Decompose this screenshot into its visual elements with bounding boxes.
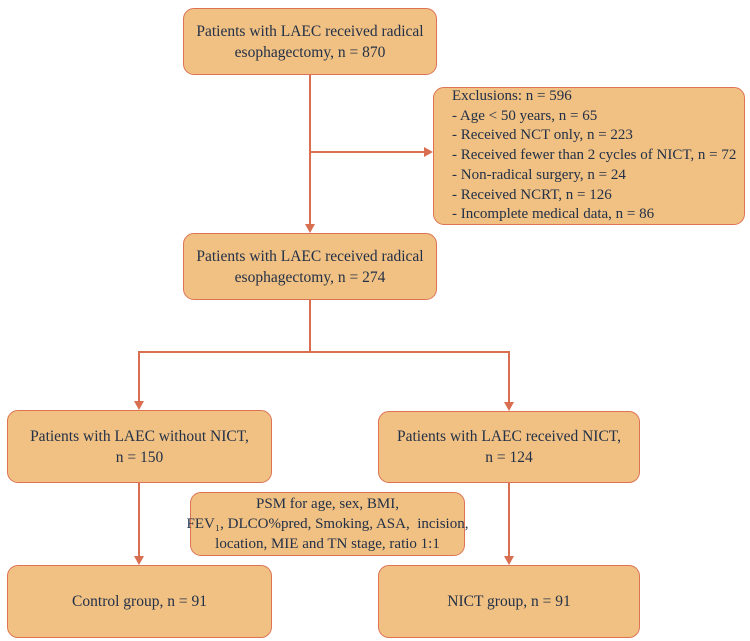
- box-text-line: n = 124: [485, 449, 533, 466]
- box-text-line: location, MIE and TN stage, ratio 1:1: [215, 536, 440, 552]
- box-text-line: PSM for age, sex, BMI,: [256, 496, 399, 512]
- box-text-line: - Received NCT only, n = 223: [452, 127, 633, 144]
- connector-enrolled-to-included: [309, 75, 311, 224]
- box-text-line: FEV₁, DLCO%pred, Smoking, ASA, incision,: [186, 516, 469, 532]
- box-text-line: Patients with LAEC received radical: [196, 22, 424, 40]
- box-radical-esophagectomy-274: Patients with LAEC received radical esop…: [183, 233, 437, 300]
- connector-included-to-split: [309, 300, 311, 351]
- box-radical-esophagectomy-870: Patients with LAEC received radical esop…: [183, 8, 437, 75]
- box-text-line: Exclusions: n = 596: [452, 88, 572, 105]
- box-psm-criteria: PSM for age, sex, BMI, FEV₁, DLCO%pred, …: [187, 492, 468, 556]
- box-text-line: - Incomplete medical data, n = 86: [452, 206, 655, 223]
- arrowhead-down-without-nict: [134, 401, 144, 410]
- arrowhead-down-received-nict: [504, 402, 514, 411]
- box-laec-without-nict: Patients with LAEC without NICT, n = 150: [7, 410, 272, 483]
- connector-split-to-received-nict: [508, 351, 510, 402]
- arrowhead-down-nict-group: [504, 556, 514, 565]
- box-text-line: - Non-radical surgery, n = 24: [452, 166, 626, 183]
- box-text-line: NICT group, n = 91: [447, 593, 571, 610]
- box-text-line: Patients with LAEC without NICT,: [30, 427, 249, 445]
- arrowhead-right-exclusions: [424, 147, 433, 157]
- box-exclusions: Exclusions: n = 596 - Age < 50 years, n …: [433, 87, 745, 225]
- box-text-line: Patients with LAEC received radical: [196, 247, 424, 265]
- box-text-line: esophagectomy, n = 870: [234, 43, 386, 61]
- connector-branch-to-exclusions: [310, 151, 424, 153]
- box-text-line: Patients with LAEC received NICT,: [397, 428, 621, 445]
- connector-split-to-without-nict: [138, 351, 140, 401]
- box-text-line: n = 150: [115, 448, 164, 466]
- connector-without-nict-to-control: [138, 483, 140, 556]
- arrowhead-down-control-group: [134, 556, 144, 565]
- box-text-line: - Received fewer than 2 cycles of NICT, …: [452, 147, 737, 164]
- arrowhead-down-included: [305, 224, 315, 233]
- box-control-group: Control group, n = 91: [7, 565, 272, 638]
- box-text-line: esophagectomy, n = 274: [234, 268, 386, 286]
- box-text-line: - Age < 50 years, n = 65: [452, 107, 598, 124]
- connector-received-nict-to-nict-group: [508, 483, 510, 556]
- box-text-line: Control group, n = 91: [72, 593, 207, 610]
- box-laec-received-nict: Patients with LAEC received NICT, n = 12…: [378, 411, 640, 483]
- box-text-line: - Received NCRT, n = 126: [452, 186, 612, 203]
- box-nict-group: NICT group, n = 91: [378, 565, 640, 638]
- connector-split-horizontal: [138, 351, 509, 353]
